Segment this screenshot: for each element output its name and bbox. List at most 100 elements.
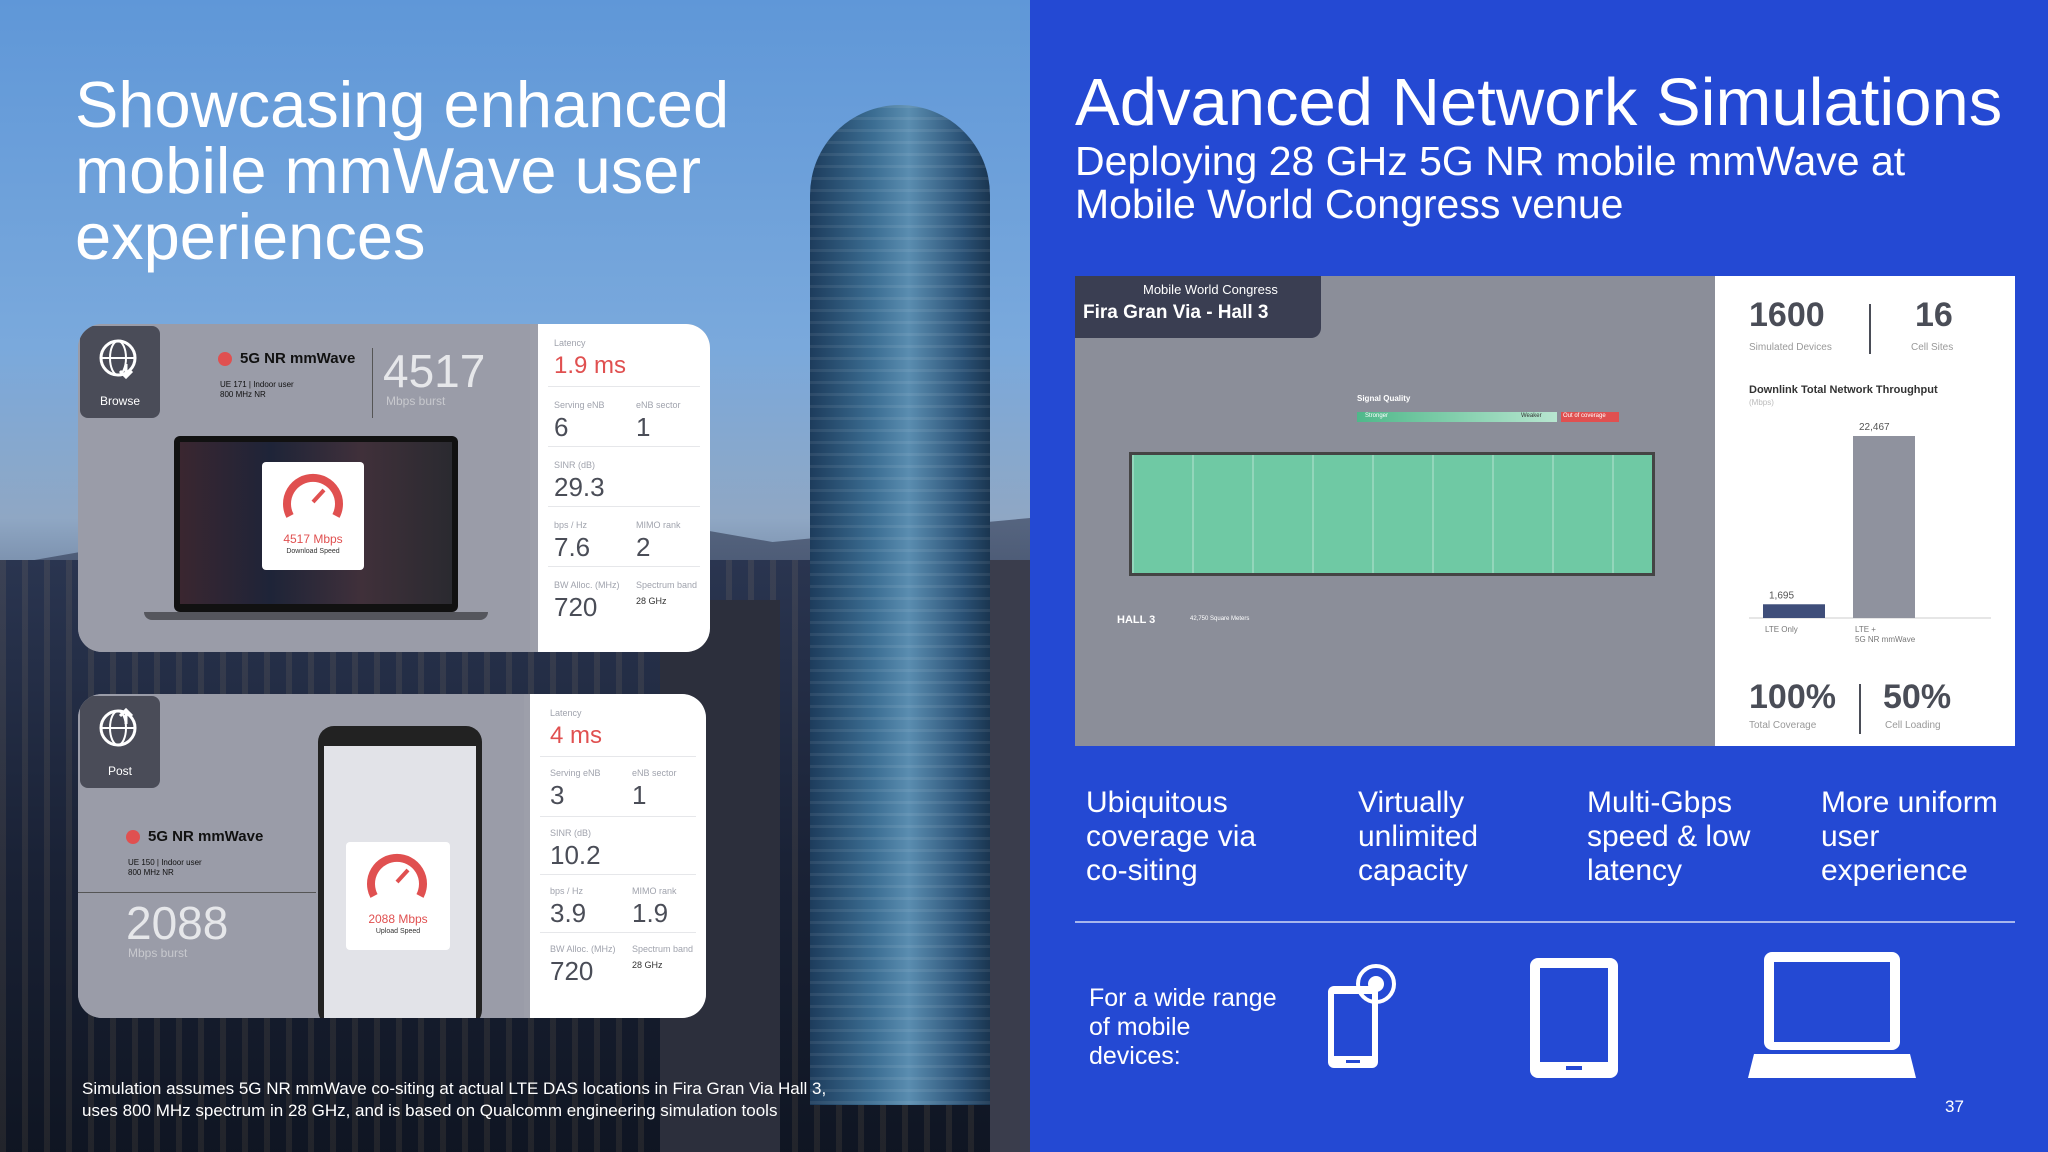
post-badge[interactable]: Post: [80, 696, 160, 788]
ue-info: UE 171 | Indoor user: [220, 380, 294, 389]
browse-label: Browse: [99, 394, 140, 408]
laptop-icon: [1748, 952, 1916, 1078]
gauge-label: Upload Speed: [375, 928, 421, 935]
sinr-value: 29.3: [554, 472, 605, 502]
agbar-tower-image: [810, 105, 990, 1105]
bps-label: bps / Hz: [550, 886, 584, 896]
serving-value: 3: [550, 780, 565, 810]
network-label: 5G NR mmWave: [148, 828, 264, 845]
bw-value: 720: [554, 592, 598, 622]
band-label: Spectrum band: [636, 580, 698, 590]
bar-2: [1853, 436, 1915, 618]
speed-gauge: 2088 Mbps Upload Speed: [346, 842, 450, 950]
devices-value: 1600: [1749, 296, 1825, 334]
venue-name: Fira Gran Via - Hall 3: [1083, 302, 1269, 323]
feature-coverage: Ubiquitous coverage via co-siting: [1086, 786, 1257, 887]
signal-quality-label: Signal Quality: [1357, 394, 1411, 403]
gauge-value: 4517 Mbps: [283, 532, 343, 546]
globe-upload-icon: [99, 707, 137, 747]
page-number: 37: [1945, 1097, 1964, 1116]
latency-label: Latency: [550, 708, 582, 718]
building: [990, 560, 1030, 1152]
category-label: LTE +: [1855, 625, 1876, 634]
bps-value: 3.9: [550, 898, 587, 928]
right-title: Advanced Network Simulations: [1075, 65, 2003, 140]
left-title: Showcasing enhanced mobile mmWave user e…: [75, 68, 730, 273]
network-label: 5G NR mmWave: [240, 350, 356, 367]
bps-value: 7.6: [554, 532, 591, 562]
speed-gauge: 4517 Mbps Download Speed: [262, 462, 364, 570]
area-label: 42,750 Square Meters: [1190, 616, 1250, 622]
bw-label: BW Alloc. (MHz): [550, 944, 616, 954]
venue-map: Mobile World Congress Fira Gran Via - Ha…: [1075, 276, 1715, 746]
browse-badge[interactable]: Browse: [80, 326, 160, 418]
sector-label: eNB sector: [632, 768, 677, 778]
mimo-value: 2: [636, 532, 651, 562]
bw-label: BW Alloc. (MHz): [554, 580, 620, 590]
footnote: Simulation assumes 5G NR mmWave co-sitin…: [82, 1079, 827, 1120]
devices-label: Simulated Devices: [1749, 342, 1832, 353]
gauge-icon: [367, 853, 427, 898]
latency-value: 4 ms: [550, 722, 603, 749]
red-dot-icon: [126, 830, 140, 844]
latency-label: Latency: [554, 338, 586, 348]
stronger-label: Stronger: [1365, 413, 1389, 419]
gauge-value: 2088 Mbps: [368, 912, 428, 926]
loading-label: Cell Loading: [1885, 720, 1941, 731]
laptop-base: [144, 612, 488, 620]
ue-info: UE 150 | Indoor user: [128, 858, 202, 867]
chart-unit: (Mbps): [1749, 398, 1774, 407]
chart-title: Downlink Total Network Throughput: [1749, 384, 1938, 396]
browse-card: Browse 5G NR mmWave UE 171 | Indoor user…: [78, 324, 710, 652]
post-card: Post 5G NR mmWave UE 150 | Indoor user 8…: [78, 694, 706, 1018]
burst-unit: Mbps burst: [386, 394, 446, 408]
signal-scale: Stronger Weaker: [1357, 412, 1557, 422]
coverage-label: Total Coverage: [1749, 720, 1817, 731]
burst-value: 4517: [383, 345, 486, 397]
post-label: Post: [107, 764, 132, 778]
sector-label: eNB sector: [636, 400, 681, 410]
category-label: 5G NR mmWave: [1855, 635, 1916, 644]
serving-label: Serving eNB: [554, 400, 605, 410]
category-label: LTE Only: [1765, 625, 1798, 634]
feature-experience: More uniform user experience: [1821, 786, 1998, 887]
bps-label: bps / Hz: [554, 520, 588, 530]
globe-download-icon: [99, 339, 137, 380]
bar-value-label: 22,467: [1859, 422, 1890, 433]
band-label: Spectrum band: [632, 944, 694, 954]
coverage-value: 100%: [1749, 678, 1836, 716]
burst-value: 2088: [126, 897, 229, 949]
red-dot-icon: [218, 352, 232, 366]
right-subtitle: Deploying 28 GHz 5G NR mobile mmWave at …: [1075, 138, 1906, 227]
mimo-label: MIMO rank: [636, 520, 681, 530]
venue-badge: Mobile World Congress Fira Gran Via - Ha…: [1075, 276, 1321, 338]
out-label: Out of coverage: [1563, 413, 1606, 419]
sinr-label: SINR (dB): [554, 460, 596, 470]
loading-value: 50%: [1883, 678, 1952, 716]
devices-text: For a wide range of mobile devices:: [1089, 984, 1277, 1070]
band-value: 28 GHz: [636, 596, 667, 606]
ue-band: 800 MHz NR: [220, 390, 266, 399]
gauge-icon: [283, 473, 343, 518]
sinr-value: 10.2: [550, 840, 601, 870]
feature-speed: Multi-Gbps speed & low latency: [1587, 786, 1751, 887]
cells-label: Cell Sites: [1911, 342, 1954, 353]
ue-band: 800 MHz NR: [128, 868, 174, 877]
simulation-image: Mobile World Congress Fira Gran Via - Ha…: [1075, 276, 2015, 746]
phone-device: 2088 Mbps Upload Speed: [318, 726, 482, 1018]
stats-summary-panel: 1600 Simulated Devices 16 Cell Sites Dow…: [1715, 276, 2015, 746]
bar-value-label: 1,695: [1769, 590, 1794, 601]
venue-top: Mobile World Congress: [1143, 282, 1278, 297]
stats-panel: Latency 1.9 ms Serving eNB eNB sector 6 …: [538, 324, 710, 652]
hall-label: HALL 3: [1117, 614, 1156, 626]
mimo-value: 1.9: [632, 898, 669, 928]
burst-unit: Mbps burst: [128, 946, 188, 960]
weaker-label: Weaker: [1521, 413, 1542, 419]
stats-panel: Latency 4 ms Serving eNB eNB sector 3 1 …: [530, 694, 706, 1018]
coverage-heatmap: [1129, 452, 1655, 576]
serving-label: Serving eNB: [550, 768, 601, 778]
band-value: 28 GHz: [632, 960, 663, 970]
feature-capacity: Virtually unlimited capacity: [1358, 786, 1479, 887]
gauge-label: Download Speed: [286, 548, 340, 555]
